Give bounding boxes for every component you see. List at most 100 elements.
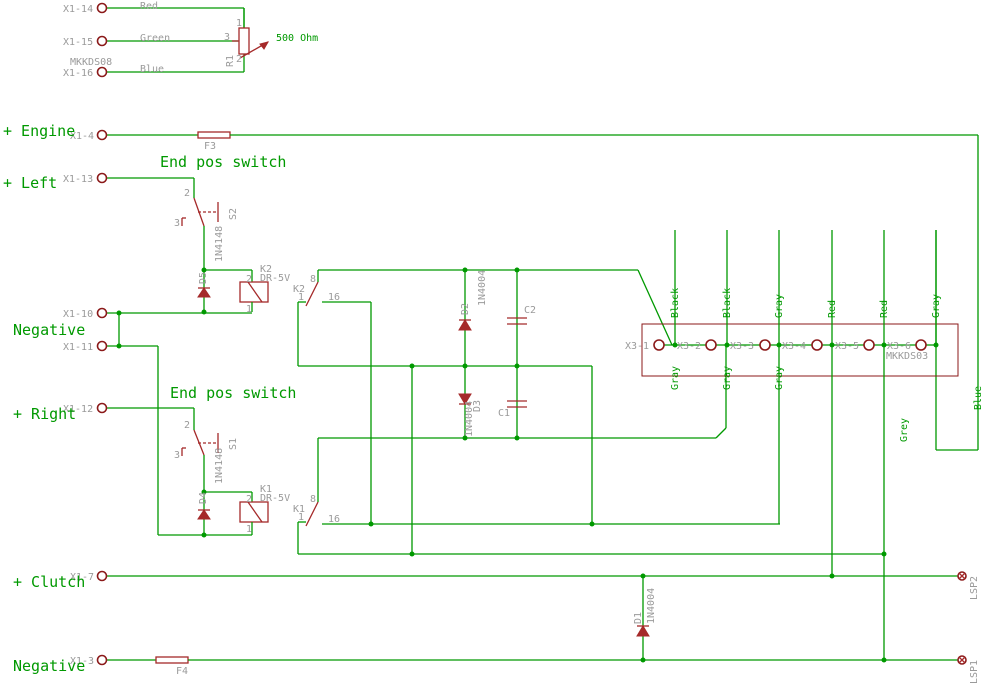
- k1-contact-pin-8: 8: [310, 494, 316, 505]
- x3-1-label: X3-1: [625, 341, 649, 352]
- r1-value: 500 Ohm: [276, 33, 318, 44]
- c1-label: C1: [498, 408, 510, 419]
- wire-green: Green: [140, 33, 170, 44]
- k1-coil: [239, 501, 269, 523]
- k2-contact: 8 K2 1 16: [293, 267, 673, 524]
- d5-type: 1N4148: [214, 226, 225, 262]
- x1-4-pad: [96, 129, 108, 141]
- f3-body: [197, 131, 231, 139]
- x1-12-label: X1-12: [63, 404, 93, 415]
- label-negative-top: Negative: [13, 321, 85, 339]
- k2-label: K2: [260, 264, 272, 275]
- label-negative-bottom: Negative: [13, 657, 85, 675]
- signal-labels: + Engine + Left Negative + Right + Clutc…: [3, 122, 296, 675]
- k1-pin-2: 2: [246, 494, 252, 505]
- blue-wire-label: Blue: [973, 386, 983, 410]
- end-pos-switch-1: End pos switch: [160, 153, 286, 171]
- d1-type: 1N4004: [646, 588, 657, 624]
- k2-contact-pin-8: 8: [310, 274, 316, 285]
- x1-10-label: X1-10: [63, 309, 93, 320]
- x1-4-label: X1-4: [70, 131, 94, 142]
- d2-type: 1N4004: [477, 270, 488, 306]
- k1-label: K1: [260, 484, 272, 495]
- x3-1-pad: [653, 339, 665, 351]
- x1-16-pad: [96, 66, 108, 78]
- left-circuit: 2 3 S2 D5 1N4148 2 1 K2 DR-5V: [106, 177, 290, 315]
- x3-top-wire-5: Red: [879, 300, 890, 318]
- d2-label: D2: [460, 303, 471, 315]
- x3-6-pad: [915, 339, 927, 351]
- x3-top-wire-6: Gray: [931, 294, 942, 318]
- c2-label: C2: [524, 305, 536, 316]
- x1-3-label: X1-3: [70, 656, 94, 667]
- x1-7-label: X1-7: [70, 572, 94, 583]
- s1-pin-2: 2: [184, 420, 190, 431]
- x1-14-label: X1-14: [63, 4, 93, 15]
- x1-7-pad: [96, 570, 108, 582]
- k1-contact-label: K1: [293, 504, 305, 515]
- d4-label: D4: [198, 492, 209, 504]
- label-engine: + Engine: [3, 122, 75, 140]
- lsp-pads: LSP2 LSP1: [957, 571, 980, 684]
- x1-connector: X1-14 X1-15 MKKDS08 X1-16 X1-4 X1-13 X1-…: [63, 2, 112, 667]
- x3-top-wire-2: Black: [722, 288, 733, 318]
- x1-16-label: X1-16: [63, 68, 93, 79]
- x1-11-pad: [96, 340, 108, 352]
- k1-contact: 8 K1 1 16: [293, 438, 884, 557]
- k2-pin-2: 2: [246, 274, 252, 285]
- k2-type: DR-5V: [260, 273, 290, 284]
- x3-4-pad: [811, 339, 823, 351]
- s1-pin-3: 3: [174, 450, 180, 461]
- suppression-network: D2 1N4004 D3 1N4004 C2 C1: [318, 270, 727, 554]
- x1-15-pad: [96, 35, 108, 47]
- x1-12-pad: [96, 402, 108, 414]
- engine-line: F3: [106, 131, 979, 451]
- r1-pin-3: 3: [224, 32, 230, 43]
- f4-label: F4: [176, 666, 188, 677]
- lsp2-label: LSP2: [969, 576, 980, 600]
- k2-contact-label: K2: [293, 284, 305, 295]
- x3-part-label: MKKDS03: [886, 351, 928, 362]
- x1-11-label: X1-11: [63, 342, 93, 353]
- x3-top-wire-3: Gray: [774, 294, 785, 318]
- k1-type: DR-5V: [260, 493, 290, 504]
- x3-bottom-wire-1: Gray: [670, 366, 681, 390]
- end-pos-switch-2: End pos switch: [170, 384, 296, 402]
- k1-pin-1: 1: [246, 524, 252, 535]
- r1-label: R1: [225, 55, 236, 67]
- x3-frame: [641, 323, 959, 377]
- x1-13-pad: [96, 172, 108, 184]
- grey-wire-label: Grey: [899, 418, 910, 442]
- f4-body: [155, 656, 189, 664]
- x3-connector: X3-1 X3-2 X3-3 X3-4 X3-5 X3-6 MKKDS03 Bl…: [625, 230, 983, 660]
- x1-15-label: X1-15: [63, 37, 93, 48]
- s2-label: S2: [228, 208, 239, 220]
- r1-pin-2: 2: [236, 54, 242, 65]
- wire-blue: Blue: [140, 64, 164, 75]
- x3-bottom-wire-3: Gray: [774, 366, 785, 390]
- lsp1-label: LSP1: [969, 660, 980, 684]
- negative-bottom-line: F4: [106, 551, 958, 677]
- k1-contact-pin-1: 1: [298, 512, 304, 523]
- clutch-line: D1 1N4004: [106, 573, 958, 663]
- r1-body: [238, 27, 250, 55]
- label-right: + Right: [13, 405, 76, 423]
- x3-6-label: X3-6: [887, 341, 911, 352]
- x3-top-wire-1: Black: [670, 288, 681, 318]
- wire-red: Red: [140, 1, 158, 12]
- mkkds08-label: MKKDS08: [70, 57, 112, 68]
- x3-5-pad: [863, 339, 875, 351]
- x1-13-label: X1-13: [63, 174, 93, 185]
- k2-coil: [239, 281, 269, 303]
- x3-3-label: X3-3: [730, 341, 754, 352]
- r1-pin-1: 1: [236, 18, 242, 29]
- x3-bottom-wire-2: Gray: [722, 366, 733, 390]
- r1-group: 3 1 2 R1 500 Ohm Red Green Blue: [106, 1, 318, 75]
- x3-2-label: X3-2: [677, 341, 701, 352]
- x1-3-pad: [96, 654, 108, 666]
- label-clutch: + Clutch: [13, 573, 85, 591]
- d4-type: 1N4148: [214, 448, 225, 484]
- x1-10-pad: [96, 307, 108, 319]
- d3-type: 1N4004: [464, 401, 475, 437]
